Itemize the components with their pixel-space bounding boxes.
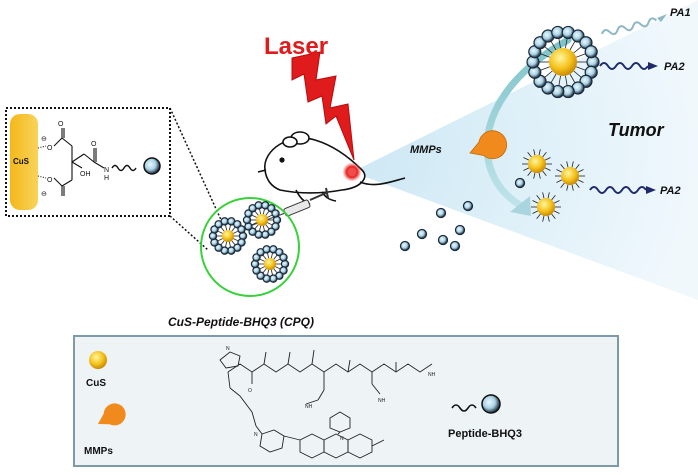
legend-peptide-label: Peptide-BHQ3 (448, 428, 522, 440)
inset-neg-charge-1: ⊖ (41, 136, 47, 143)
bhq3-bead (435, 207, 447, 219)
bhq3-bead (399, 240, 411, 252)
legend-cus-label: CuS (86, 378, 106, 389)
cpq-particle-group (208, 201, 290, 283)
legend-bhq3-bead (481, 394, 501, 414)
pa2-wave-bottom (589, 186, 647, 194)
inset-bhq3-bead (143, 157, 161, 175)
cleaved-nanoparticles (522, 149, 585, 222)
pa2-wave-top (599, 62, 649, 70)
bhq3-bead (416, 228, 428, 240)
citrate-linker (37, 128, 105, 196)
cleaved-particle (531, 192, 561, 222)
inset-oh-label: OH (80, 171, 91, 178)
legend-cus-icon (89, 351, 107, 369)
svg-text:N: N (340, 436, 344, 442)
mmps-scene-label: MMPs (410, 144, 442, 156)
intact-particle (526, 25, 600, 99)
bhq3-bead (462, 200, 474, 212)
legend-mmps-label: MMPs (84, 446, 113, 457)
svg-text:NH: NH (305, 404, 313, 410)
cleaved-particle (522, 149, 552, 179)
cus-slab (10, 114, 38, 210)
inset-o-mid: O (47, 145, 53, 152)
inset-h-label: H (104, 175, 109, 182)
legend-mmp-icon (98, 403, 126, 426)
peptide-bhq3-structure (219, 349, 433, 459)
bhq3-bead (514, 177, 526, 189)
inset-peptide-wave (111, 164, 137, 172)
tumor-label: Tumor (608, 120, 665, 140)
zoom-line-bottom (169, 215, 209, 251)
laser-label: Laser (264, 33, 328, 60)
pa1-label: PA1 (670, 7, 691, 19)
released-bhq3-beads (399, 177, 526, 252)
bhq3-bead (454, 224, 466, 236)
inset-cus-label: CuS (13, 157, 30, 166)
inset-n-label: N (104, 167, 109, 174)
intact-nanoparticle (526, 25, 600, 99)
mouse-icon (257, 131, 406, 205)
pa2-top-label: PA2 (664, 61, 685, 73)
svg-text:O: O (248, 388, 252, 394)
cpq-circle (200, 197, 300, 297)
cpq-particle (208, 217, 248, 255)
light-cone (352, 0, 698, 300)
cpq-particle (242, 201, 282, 239)
bhq3-bead (449, 240, 461, 252)
lightning-bolt-icon (291, 51, 355, 161)
inset-o-top: O (58, 121, 64, 128)
cleavage-arrow-head (510, 196, 531, 216)
cpq-particle (250, 245, 290, 283)
bhq3-bead (437, 234, 449, 246)
svg-text:NH: NH (428, 372, 436, 378)
inset-neg-charge-2: ⊖ (41, 191, 47, 198)
legend-box (73, 335, 619, 467)
inset-o-amide: O (91, 141, 97, 148)
pa2-bottom-label: PA2 (660, 185, 681, 197)
svg-text:NH: NH (378, 398, 386, 404)
pa1-wave (601, 17, 658, 36)
svg-text:N: N (254, 432, 258, 438)
cpq-label: CuS-Peptide-BHQ3 (CPQ) (168, 315, 314, 329)
cleaved-particle (555, 161, 585, 191)
inset-o-lower: O (47, 177, 53, 184)
svg-text:N: N (226, 346, 230, 352)
legend-peptide-wave (451, 404, 477, 412)
zoom-line-top (169, 107, 223, 223)
pacman-enzyme-icon (469, 130, 508, 160)
